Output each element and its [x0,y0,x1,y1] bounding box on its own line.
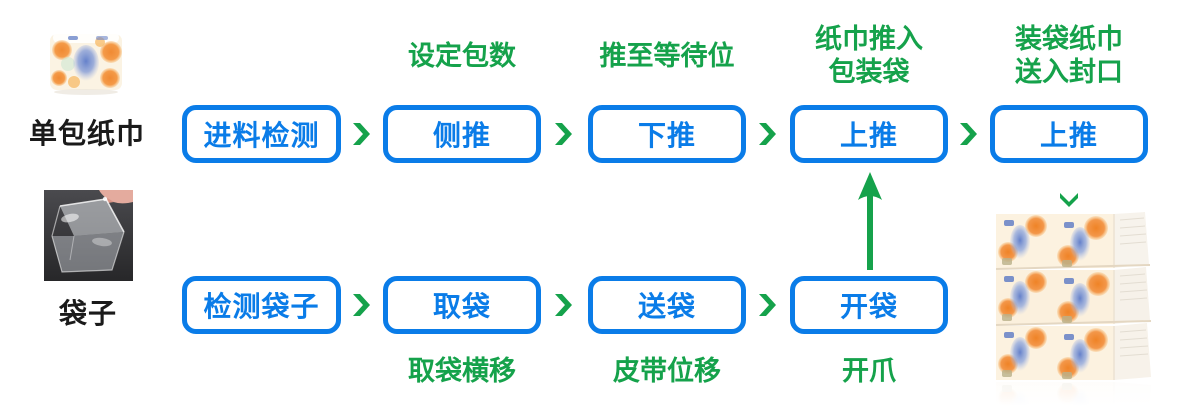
note-line: 设定包数 [408,40,516,71]
note-line: 纸巾推入 [815,24,923,54]
top-source-label: 单包纸巾 [28,118,145,149]
note-take-bag-traverse: 取袋横移 [383,353,541,389]
note-line: 包装袋 [828,57,910,87]
flow-step-take-bag: 取袋 [383,276,541,334]
single-tissue-pack-art [44,20,128,104]
flow-step-side-push: 侧推 [383,105,541,163]
flow-step-label: 开袋 [839,291,898,322]
single-tissue-pack-image [44,20,128,104]
flow-step-down-push: 下推 [588,105,746,163]
note-line: 送入封口 [1015,57,1123,87]
note-line: 装袋纸巾 [1015,24,1123,54]
flow-step-bag-detection: 检测袋子 [182,276,341,334]
chevron-right-icon [553,121,575,147]
flow-step-label: 侧推 [432,120,491,151]
flow-step-open-bag: 开袋 [790,276,948,334]
note-set-pack-count: 设定包数 [383,20,541,92]
flow-step-label: 上推 [839,120,898,151]
note-bagged-to-sealer: 装袋纸巾 送入封口 [990,20,1148,92]
flow-step-send-bag: 送袋 [588,276,746,334]
chevron-right-icon [351,292,373,318]
chevron-down-icon [1058,191,1080,208]
flow-step-up-push-2: 上推 [990,105,1148,163]
note-line: 推至等待位 [599,40,735,71]
chevron-right-icon [351,121,373,147]
flow-step-feed-detection: 进料检测 [182,105,341,163]
flow-step-label: 上推 [1039,120,1098,151]
note-line: 皮带位移 [613,355,721,386]
packed-tissue-stack-image [992,212,1156,406]
note-open-claw: 开爪 [790,353,948,389]
flow-step-label: 下推 [637,120,696,151]
packed-tissue-stack-art [992,212,1156,406]
flow-step-label: 送袋 [637,291,696,322]
arrow-up-icon [856,172,884,272]
note-tissue-into-bag: 纸巾推入 包装袋 [790,20,948,92]
chevron-right-icon [757,121,779,147]
chevron-right-icon [958,121,980,147]
flow-step-up-push-1: 上推 [790,105,948,163]
flow-step-label: 检测袋子 [203,291,320,322]
note-line: 取袋横移 [408,355,516,386]
plastic-bag-art [44,190,133,281]
note-push-to-wait-position: 推至等待位 [578,20,756,92]
flow-step-label: 进料检测 [203,120,320,151]
plastic-bag-image [44,190,133,281]
note-belt-displacement: 皮带位移 [588,353,746,389]
flow-step-label: 取袋 [432,291,491,322]
chevron-right-icon [757,292,779,318]
chevron-right-icon [553,292,575,318]
bottom-source-label: 袋子 [58,298,117,329]
note-line: 开爪 [842,355,896,386]
